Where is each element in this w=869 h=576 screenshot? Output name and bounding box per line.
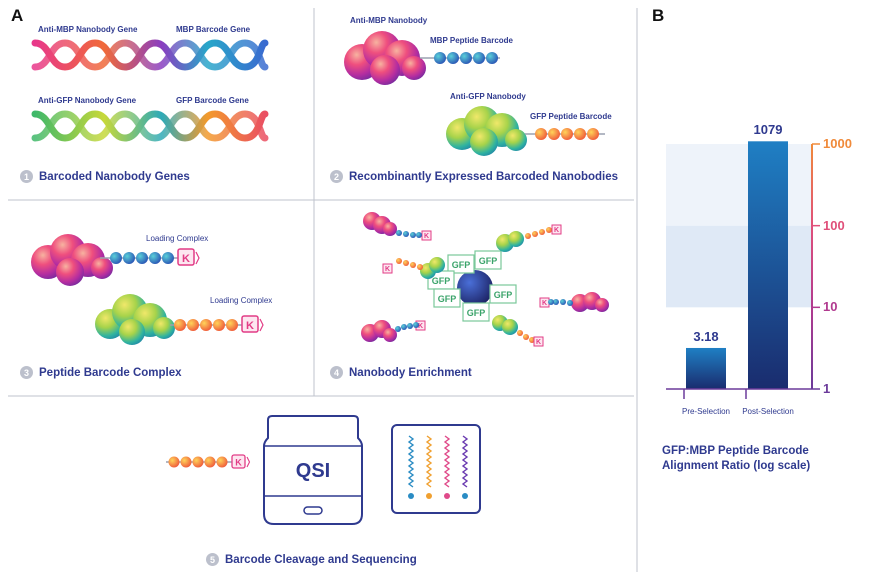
gfp-box-text: GFP: [452, 260, 471, 270]
chart-band: [666, 225, 812, 308]
y-axis-line: [811, 144, 813, 389]
gfp-box-text: GFP: [494, 290, 513, 300]
loading-complex-label-1: Loading Complex: [146, 234, 209, 243]
mbp-peptide-barcode-label: MBP Peptide Barcode: [430, 36, 513, 45]
step-4-number: 4: [330, 366, 343, 379]
y-tick-label: 1: [823, 381, 831, 396]
k-tag-text: K: [424, 233, 429, 240]
step-5-number: 5: [206, 553, 219, 566]
k-tag-text: K: [385, 266, 390, 273]
gfp-box-text: GFP: [438, 294, 457, 304]
k-tag-text: K: [246, 320, 254, 332]
step-5-title: Barcode Cleavage and Sequencing: [225, 553, 417, 566]
qsi-brand-text: QSI: [296, 460, 330, 482]
step-3-heading: 3 Peptide Barcode Complex: [20, 366, 182, 379]
qsi-sequencer-device: QSI: [263, 415, 363, 525]
gfp-box-text: GFP: [479, 256, 498, 266]
anti-mbp-gene-label: Anti-MBP Nanobody Gene: [38, 25, 138, 34]
gfp-peptide-complex: K: [170, 315, 264, 333]
mbp-dna-helix: [31, 39, 269, 71]
step-4-heading: 4 Nanobody Enrichment: [330, 366, 472, 379]
step-4-title: Nanobody Enrichment: [349, 366, 472, 379]
step-1-heading: 1 Barcoded Nanobody Genes: [20, 170, 190, 183]
bar-value-label: 1079: [753, 122, 783, 138]
k-tag-text: K: [536, 339, 541, 346]
gfp-dna-helix: [31, 110, 269, 142]
y-tick-label: 1000: [823, 136, 852, 151]
gfp-box-text: GFP: [467, 308, 486, 318]
anti-gfp-nanobody-label: Anti-GFP Nanobody: [450, 92, 526, 101]
k-tag-text: K: [554, 227, 559, 234]
x-tick-label: Pre-Selection: [681, 407, 731, 416]
panel-b-label: B: [652, 6, 665, 25]
step-1-title: Barcoded Nanobody Genes: [39, 170, 190, 183]
step-2-title: Recombinantly Expressed Barcoded Nanobod…: [349, 170, 619, 183]
bar-pre-selection: [686, 347, 726, 389]
y-tick-label: 10: [823, 299, 838, 315]
step-3-number: 3: [20, 366, 33, 379]
anti-gfp-gene-label: Anti-GFP Nanobody Gene: [38, 96, 137, 105]
k-tag-text: K: [542, 300, 547, 307]
k-tag-text: K: [418, 323, 423, 330]
x-tick-label: Post-Selection: [742, 407, 794, 416]
bar-value-label: 3.18: [693, 328, 719, 344]
bar-post-selection: [748, 141, 788, 389]
k-tag-text: K: [182, 253, 190, 265]
mbp-nanobody-blob-3: [31, 234, 113, 286]
step-1-number: 1: [20, 170, 33, 183]
step-2-number: 2: [330, 170, 343, 183]
loading-complex-label-2: Loading Complex: [210, 296, 273, 305]
mbp-peptide-complex: K: [100, 248, 200, 266]
gfp-peptide-beads: [525, 128, 605, 140]
cleaved-barcode: K: [166, 454, 251, 469]
gfp-nanobody-blob-3: [95, 294, 175, 345]
chart-band: [666, 144, 812, 226]
mbp-barcode-gene-label: MBP Barcode Gene: [176, 25, 251, 34]
enrichment-diagram: GFP GFP GFP GFP GFP GFP K K K K K K: [361, 212, 609, 347]
gfp-box-text: GFP: [432, 276, 451, 286]
mbp-nanobody-blob: [344, 31, 426, 85]
gfp-nanobody-blob: [446, 106, 527, 156]
anti-mbp-nanobody-label: Anti-MBP Nanobody: [350, 16, 428, 25]
step-5-heading: 5 Barcode Cleavage and Sequencing: [206, 553, 417, 566]
step-2-heading: 2 Recombinantly Expressed Barcoded Nanob…: [330, 170, 618, 183]
panel-a-label: A: [11, 6, 24, 25]
k-tag-text: K: [235, 458, 242, 468]
mbp-peptide-beads: [420, 52, 500, 64]
y-tick-label: 100: [823, 217, 845, 233]
step-3-title: Peptide Barcode Complex: [39, 366, 182, 379]
sequencing-chip: [391, 424, 481, 514]
chart-title: GFP:MBP Peptide Barcode Alignment Ratio …: [662, 445, 811, 472]
gfp-peptide-barcode-label: GFP Peptide Barcode: [530, 112, 612, 121]
gfp-barcode-gene-label: GFP Barcode Gene: [176, 96, 249, 105]
